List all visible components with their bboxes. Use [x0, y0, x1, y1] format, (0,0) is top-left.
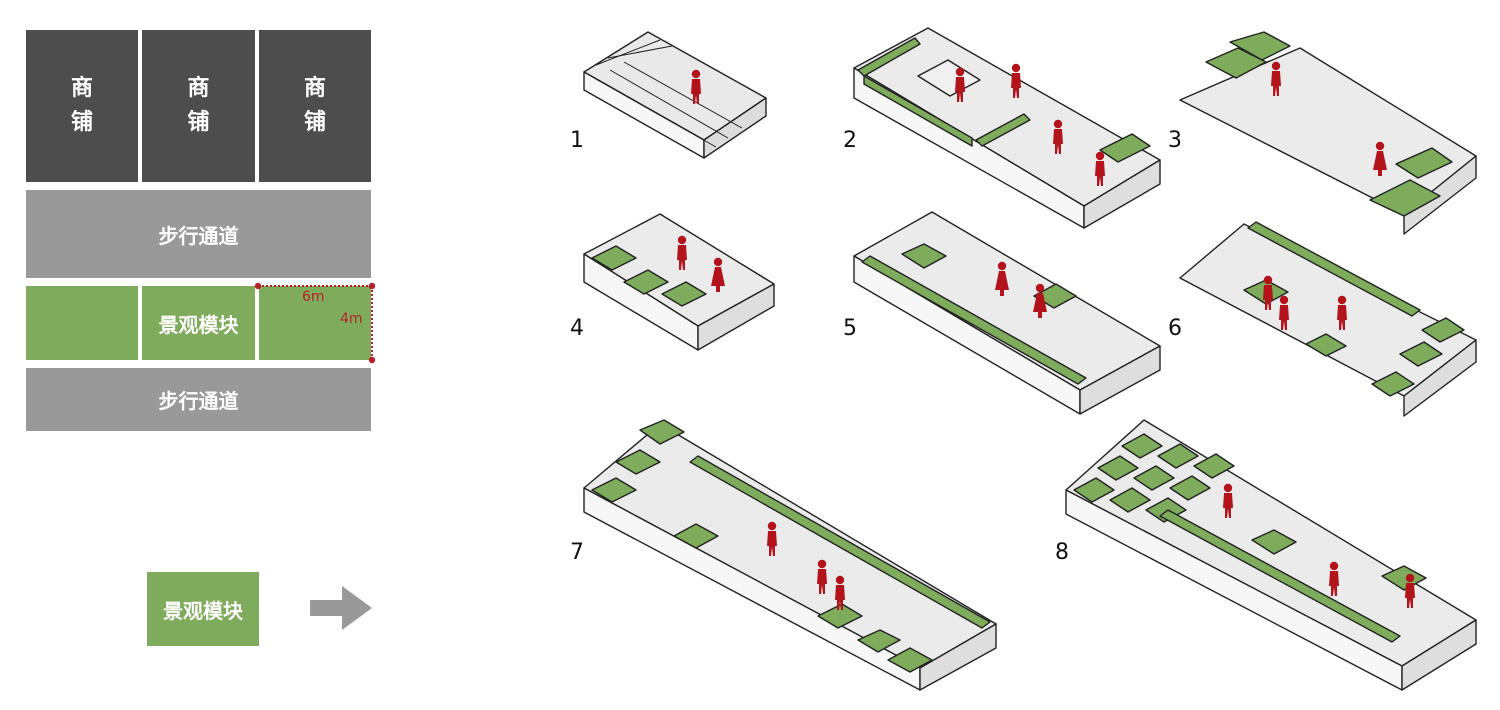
dimension-marker — [254, 282, 376, 364]
module-number-4: 4 — [570, 316, 584, 341]
arrow-right-icon — [310, 586, 372, 630]
landscape-label: 景观模块 — [158, 312, 239, 337]
module-number-6: 6 — [1168, 316, 1182, 341]
walkway-top: 步行通道 — [26, 190, 371, 278]
dimension-height: 4m — [340, 311, 363, 327]
legend-module-box: 景观模块 — [147, 572, 259, 646]
module-2-diagram — [853, 27, 1161, 229]
shop-block-3: 商铺 — [259, 30, 371, 182]
landscape-cell-2: 景观模块 — [142, 286, 255, 360]
module-number-7: 7 — [570, 540, 584, 565]
walkway-bottom: 步行通道 — [26, 368, 371, 431]
shop-block-2: 商铺 — [142, 30, 255, 182]
legend-module-label: 景观模块 — [163, 598, 243, 623]
shop-label: 商铺 — [303, 76, 326, 135]
shop-label: 商铺 — [187, 76, 210, 135]
landscape-cell-3 — [259, 286, 371, 360]
module-4-diagram — [583, 213, 775, 351]
module-number-2: 2 — [843, 128, 857, 153]
module-8-diagram — [1065, 419, 1477, 691]
module-6-diagram — [1179, 221, 1477, 417]
shop-block-1: 商铺 — [26, 30, 138, 182]
module-1-diagram — [583, 31, 767, 159]
module-7-diagram — [583, 419, 997, 691]
dimension-width: 6m — [302, 289, 325, 305]
module-number-1: 1 — [570, 128, 584, 153]
module-5-diagram — [853, 211, 1161, 415]
module-number-5: 5 — [843, 316, 857, 341]
walkway-top-label: 步行通道 — [158, 223, 239, 248]
landscape-cell-1 — [26, 286, 138, 360]
module-number-3: 3 — [1168, 128, 1182, 153]
module-number-8: 8 — [1055, 540, 1069, 565]
module-3-diagram — [1179, 31, 1477, 235]
shop-label: 商铺 — [70, 76, 93, 135]
walkway-bottom-label: 步行通道 — [158, 389, 239, 413]
